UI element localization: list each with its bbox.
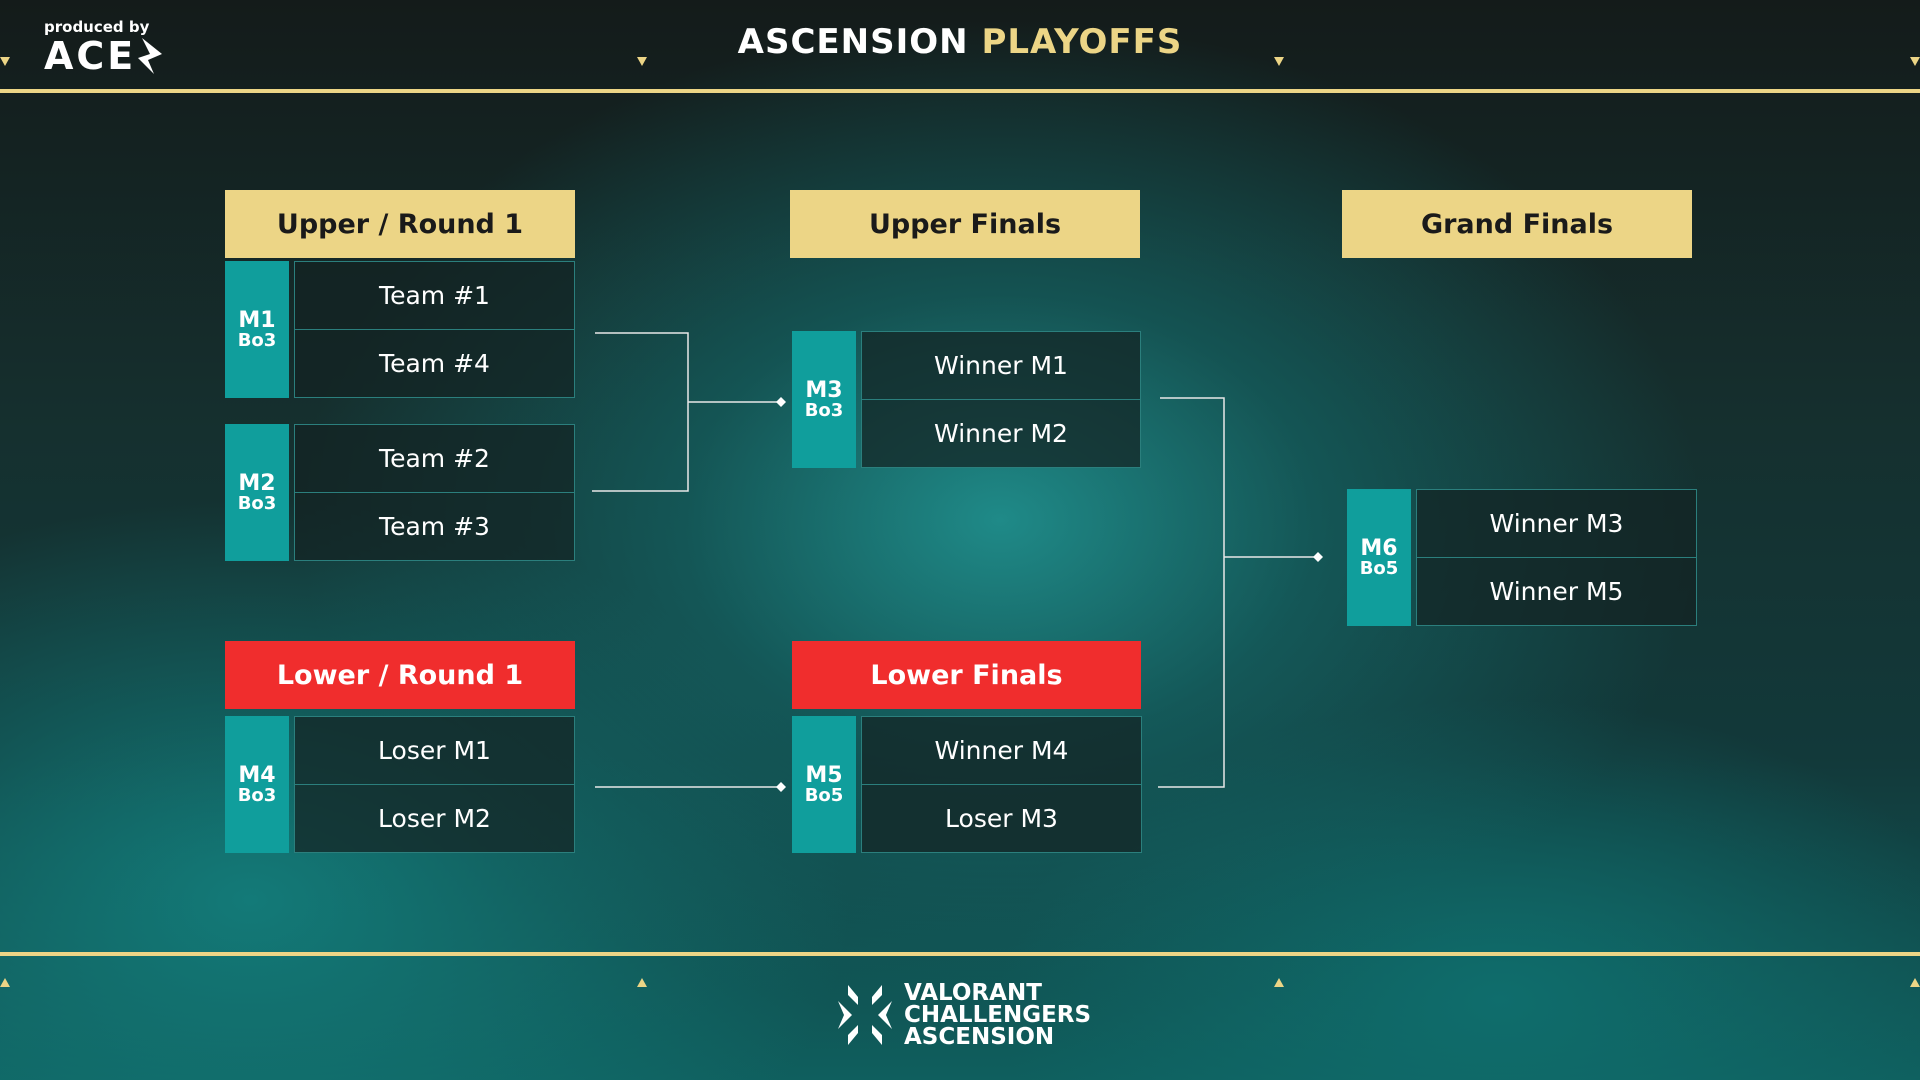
team-slot[interactable]: Loser M2 xyxy=(295,784,574,852)
marker-icon xyxy=(1910,57,1920,66)
team-slot[interactable]: Team #1 xyxy=(295,262,574,329)
match-id: M1 xyxy=(238,307,276,333)
match-id: M3 xyxy=(805,377,843,403)
page-title: ASCENSION PLAYOFFS xyxy=(0,22,1920,62)
match-format: Bo3 xyxy=(237,329,277,351)
match-id: M6 xyxy=(1360,535,1398,561)
header-lower-round1: Lower / Round 1 xyxy=(225,641,575,709)
header-divider xyxy=(0,89,1920,93)
match-format: Bo5 xyxy=(1359,557,1399,579)
vct-ascension-logo: VALORANT CHALLENGERS ASCENSION xyxy=(836,980,1092,1050)
match-id: M4 xyxy=(238,762,276,788)
produced-by-label: produced by xyxy=(44,18,150,36)
marker-icon xyxy=(0,57,10,66)
diamond-icon xyxy=(776,782,786,792)
connector-m3-m5 xyxy=(1158,397,1225,788)
title-gold: PLAYOFFS xyxy=(981,22,1183,62)
team-slot[interactable]: Team #3 xyxy=(295,492,574,560)
team-slot[interactable]: Loser M3 xyxy=(862,784,1141,852)
marker-icon xyxy=(1274,57,1284,66)
marker-icon xyxy=(1274,978,1284,987)
team-slot[interactable]: Team #4 xyxy=(295,329,574,397)
header-upper-round1: Upper / Round 1 xyxy=(225,190,575,258)
marker-icon xyxy=(0,978,10,987)
match-format: Bo3 xyxy=(237,492,277,514)
header-upper-finals: Upper Finals xyxy=(790,190,1140,258)
match-format: Bo3 xyxy=(804,399,844,421)
vct-logo-text: VALORANT CHALLENGERS ASCENSION xyxy=(904,980,1092,1050)
match-id: M2 xyxy=(238,470,276,496)
logo-line: VALORANT xyxy=(904,980,1042,1006)
team-slot[interactable]: Loser M1 xyxy=(295,717,574,784)
team-slot[interactable]: Winner M5 xyxy=(1417,557,1696,625)
diamond-icon xyxy=(1313,552,1323,562)
match-id: M5 xyxy=(805,762,843,788)
team-slot[interactable]: Winner M3 xyxy=(1417,490,1696,557)
marker-icon xyxy=(637,978,647,987)
team-slot[interactable]: Winner M4 xyxy=(862,717,1141,784)
title-white: ASCENSION xyxy=(737,22,969,62)
team-slot[interactable]: Winner M2 xyxy=(862,399,1140,467)
diamond-icon xyxy=(776,397,786,407)
connector-m1-m2 xyxy=(592,332,689,492)
team-slot[interactable]: Winner M1 xyxy=(862,332,1140,399)
producer-logo: produced by ACE xyxy=(44,18,166,76)
logo-line: CHALLENGERS xyxy=(904,1002,1092,1028)
ace-logo-text: ACE xyxy=(44,34,137,78)
footer-divider xyxy=(0,952,1920,956)
marker-icon xyxy=(1910,978,1920,987)
team-slot[interactable]: Team #2 xyxy=(295,425,574,492)
header-lower-finals: Lower Finals xyxy=(792,641,1141,709)
vct-logo-icon xyxy=(838,985,892,1045)
header-grand-finals: Grand Finals xyxy=(1342,190,1692,258)
ace-arrow-icon xyxy=(138,38,163,74)
logo-line: ASCENSION xyxy=(904,1024,1055,1050)
marker-icon xyxy=(637,57,647,66)
match-format: Bo3 xyxy=(237,784,277,806)
match-format: Bo5 xyxy=(804,784,844,806)
